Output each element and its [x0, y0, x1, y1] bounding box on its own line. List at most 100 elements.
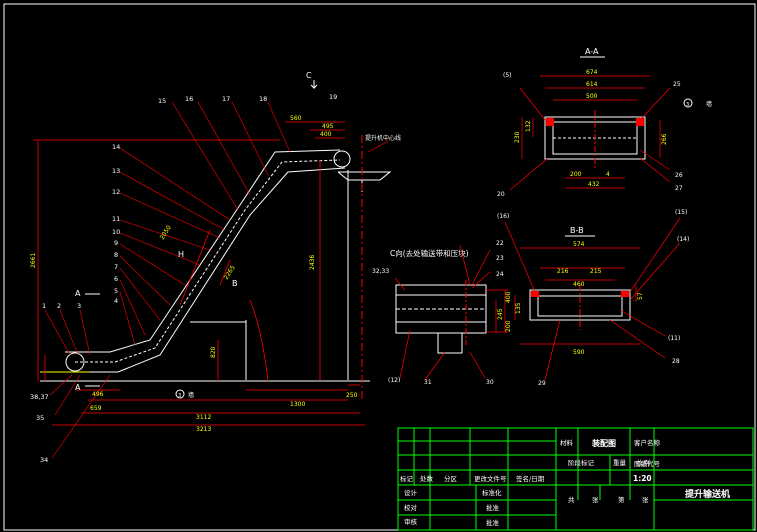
- tb-scale: 1:20: [633, 474, 652, 483]
- callout-2: 2: [57, 302, 61, 310]
- hopper: [337, 171, 392, 181]
- dim-400: 400: [320, 131, 332, 138]
- tb-row-sign: 签名/日期: [516, 474, 545, 483]
- section-bb-view: B-B 574 216 215 460 590 57 13: [497, 209, 689, 387]
- dim-2436: 2436: [309, 255, 316, 270]
- bb-dim-215: 215: [590, 268, 602, 275]
- callout-10: 10: [112, 228, 120, 236]
- wall-label-main: 墙: [188, 391, 194, 399]
- bb-callout-28: 28: [672, 358, 680, 365]
- aa-dim-132: 132: [525, 120, 532, 132]
- tb-customer-label: 客户名称: [634, 438, 661, 447]
- callout-35: 35: [36, 414, 44, 422]
- wall-number-main: 3: [178, 393, 181, 399]
- tb-row-change: 更改文件号: [474, 474, 507, 483]
- callout-13: 13: [112, 167, 120, 175]
- callout-17: 17: [222, 95, 230, 103]
- tb-drawing-no-label: 图纸代号: [634, 459, 661, 468]
- title-block: [397, 427, 754, 531]
- callout-5: 5: [114, 287, 118, 295]
- bb-dim-460: 460: [573, 281, 585, 288]
- aa-callout-26: 26: [675, 172, 683, 179]
- c-callout-23: 23: [496, 255, 504, 262]
- tb-row-count: 处数: [420, 474, 434, 483]
- bb-dim-574: 574: [573, 241, 585, 248]
- callout-19: 19: [329, 93, 337, 101]
- drive-roller: [65, 352, 85, 372]
- c-dim-245: 245: [497, 308, 504, 320]
- centre-line-note: 提升机中心线: [365, 134, 401, 142]
- tb-sheet-total: 共: [568, 495, 575, 504]
- marker-a-lower: A: [75, 383, 81, 392]
- wall-number-aa: 3: [686, 102, 689, 108]
- aa-dim-200: 200: [570, 171, 582, 178]
- callout-leaders: [44, 101, 391, 459]
- bb-callout-29: 29: [538, 380, 546, 387]
- tb-weight: 重量: [613, 459, 627, 467]
- conveyor-frame-upper: [65, 149, 341, 353]
- drawing-border: [3, 3, 756, 531]
- aa-dim-230: 230: [514, 131, 521, 143]
- aa-dim-614: 614: [586, 81, 598, 88]
- wall-marker-aa: [683, 98, 693, 108]
- callout-12: 12: [112, 188, 120, 196]
- marker-c: C: [306, 71, 312, 80]
- c-callout-31: 31: [424, 379, 432, 386]
- callout-38-37: 38,37: [30, 393, 49, 401]
- tb-row-zone: 分区: [444, 474, 458, 483]
- c-callout-22: 22: [496, 240, 504, 247]
- callout-14: 14: [112, 143, 120, 151]
- callout-1: 1: [42, 302, 46, 310]
- bb-dim-216: 216: [557, 268, 569, 275]
- section-aa-title: A-A: [585, 47, 599, 56]
- c-callout-32-33: 32,33: [372, 268, 389, 275]
- tb-check: 校对: [404, 503, 418, 512]
- section-aa-view: A-A 674 614 500 200 4 4: [497, 47, 712, 198]
- c-dim-200: 200: [505, 320, 512, 332]
- view-c: C向(去处输送带和压块) 400 245 200 22 23 24 32: [372, 240, 512, 386]
- dim-495: 495: [322, 123, 334, 130]
- conveyor-belt-inner: [75, 159, 341, 363]
- main-elevation-view: [40, 135, 392, 400]
- aa-dim-4: 4: [606, 171, 610, 178]
- bb-dim-590: 590: [573, 349, 585, 356]
- callout-34: 34: [40, 456, 48, 464]
- bb-callout-14: (14): [677, 236, 689, 243]
- tb-approve-2: 批准: [486, 518, 500, 527]
- dim-560: 560: [290, 115, 302, 122]
- tb-sheet-unit-1: 张: [592, 495, 599, 504]
- tb-drawing-name: 装配图: [591, 438, 616, 448]
- tb-row-mark: 标记: [400, 474, 414, 483]
- main-dimension-values: 560 495 400 2436 2661 2050 2265 820 1300…: [30, 115, 358, 433]
- callout-7: 7: [114, 263, 118, 271]
- aa-callout-20: 20: [497, 191, 505, 198]
- head-roller: [333, 150, 351, 168]
- marker-h: H: [178, 250, 184, 259]
- bb-dim-57: 57: [637, 292, 644, 300]
- c-dim-400: 400: [505, 291, 512, 303]
- tb-design: 设计: [404, 488, 418, 497]
- callout-4: 4: [114, 297, 118, 305]
- dim-2661: 2661: [30, 253, 37, 268]
- callout-11: 11: [112, 215, 120, 223]
- c-callout-30: 30: [486, 379, 494, 386]
- tb-stage-mark: 阶段标记: [568, 458, 595, 467]
- aa-dim-674: 674: [586, 69, 598, 76]
- callout-9: 9: [114, 239, 118, 247]
- bb-callout-16: (16): [497, 213, 509, 220]
- title-block-text: 材料 装配图 客户名称 图纸代号 阶段标记 重量 比例 1:20 提升输送机 标…: [400, 438, 730, 527]
- aa-ref-5: (5): [503, 72, 512, 79]
- callout-8: 8: [114, 251, 118, 259]
- view-c-title: C向(去处输送带和压块): [390, 248, 469, 258]
- aa-callout-25: 25: [673, 81, 681, 88]
- bb-callout-15: (15): [675, 209, 687, 216]
- dim-659: 659: [90, 405, 102, 412]
- main-callout-labels: 15 16 17 18 19 14 13 12 11 10 9 8 7 6 5 …: [30, 93, 337, 464]
- bb-dim-135: 135: [515, 302, 522, 314]
- dim-2050: 2050: [159, 224, 173, 241]
- dim-820: 820: [210, 346, 217, 358]
- dim-3213: 3213: [196, 426, 211, 433]
- bb-callout-11: (11): [668, 335, 680, 342]
- tb-sheet-num: 第: [618, 495, 625, 504]
- dim-250: 250: [346, 392, 358, 399]
